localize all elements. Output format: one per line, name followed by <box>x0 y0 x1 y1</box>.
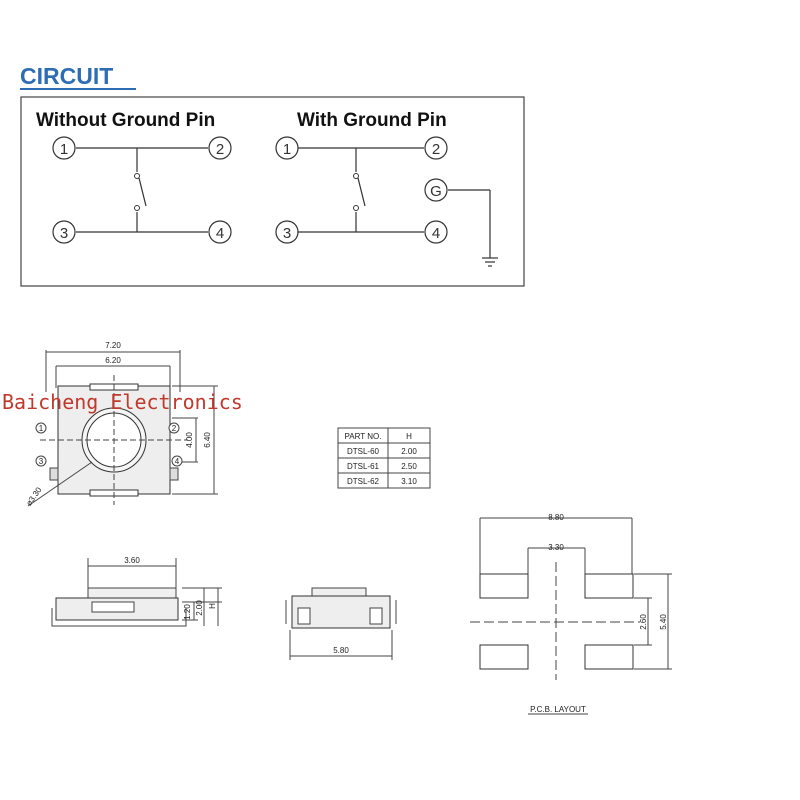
svg-text:G: G <box>430 183 442 200</box>
pin-3: 3 <box>52 220 76 244</box>
dim-pcb-gap: 3.30 <box>548 543 564 552</box>
table-cell: 3.10 <box>401 477 417 486</box>
dim-inner-width: 6.20 <box>105 356 121 365</box>
pin-3: 3 <box>275 220 299 244</box>
dim-actuator-diameter: ø3.30 <box>24 485 43 507</box>
circuit-frame <box>20 96 525 287</box>
top-view-drawing <box>27 350 218 507</box>
switch-contact <box>357 177 366 207</box>
svg-text:1: 1 <box>283 141 291 158</box>
svg-text:4: 4 <box>175 457 180 466</box>
dim-pad-spacing: 2.60 <box>639 614 648 630</box>
circuit-without-ground: Without Ground Pin 1 2 3 4 <box>36 110 232 244</box>
side-view-labels: 3.60 1.20 2.00 H <box>124 556 217 620</box>
pin-2: 2 <box>208 136 232 160</box>
dim-front-width: 5.80 <box>333 646 349 655</box>
svg-text:3: 3 <box>283 225 291 242</box>
svg-text:1: 1 <box>39 424 44 433</box>
section-title: CIRCUIT <box>20 63 113 89</box>
svg-text:2: 2 <box>172 424 177 433</box>
pin-4: 4 <box>424 220 448 244</box>
ground-symbol-icon <box>482 257 498 267</box>
pin-2: 2 <box>424 136 448 160</box>
svg-text:3: 3 <box>60 225 68 242</box>
tv-pin-3: 3 <box>35 455 47 467</box>
table-cell: 2.50 <box>401 462 417 471</box>
dim-h: H <box>208 603 217 609</box>
dim-pcb-width: 8.80 <box>548 513 564 522</box>
watermark-text: Baicheng Electronics <box>2 390 243 414</box>
tv-pin-4: 4 <box>171 455 183 467</box>
svg-text:2: 2 <box>432 141 440 158</box>
circuit-with-ground: With Ground Pin 1 2 3 4 G <box>275 110 498 267</box>
dim-overall-width: 7.20 <box>105 341 121 350</box>
pcb-layout-title: P.C.B. LAYOUT <box>530 705 586 714</box>
svg-text:2: 2 <box>216 141 224 158</box>
svg-text:3: 3 <box>39 457 44 466</box>
svg-text:4: 4 <box>432 225 440 242</box>
dim-pcb-height: 5.40 <box>659 614 668 630</box>
table-cell: 2.00 <box>401 447 417 456</box>
svg-text:1: 1 <box>60 141 68 158</box>
table-header: H <box>406 432 412 441</box>
dim-actuator-width: 3.60 <box>124 556 140 565</box>
circuit-title: With Ground Pin <box>297 110 447 131</box>
svg-text:4: 4 <box>216 225 224 242</box>
tv-pin-2: 2 <box>168 422 180 434</box>
circuit-title: Without Ground Pin <box>36 110 215 131</box>
side-view-drawing <box>51 558 222 627</box>
table-cell: DTSL-62 <box>347 477 380 486</box>
pin-4: 4 <box>208 220 232 244</box>
table-cell: DTSL-61 <box>347 462 380 471</box>
pin-1: 1 <box>52 136 76 160</box>
pcb-layout-labels: 8.80 3.30 2.60 5.40 P.C.B. LAYOUT <box>530 513 668 714</box>
pcb-layout-drawing <box>470 517 672 715</box>
part-number-table: PART NO. H DTSL-60 2.00 DTSL-61 2.50 DTS… <box>337 427 431 489</box>
table-cell: DTSL-60 <box>347 447 380 456</box>
pin-1: 1 <box>275 136 299 160</box>
switch-contact <box>138 177 147 207</box>
dim-body-height-side: 1.20 <box>183 604 192 620</box>
dim-total-height: 2.00 <box>195 600 204 616</box>
dim-pin-pitch: 4.00 <box>185 432 194 448</box>
dim-body-height: 6.40 <box>203 432 212 448</box>
table-header: PART NO. <box>345 432 382 441</box>
front-view-drawing <box>285 587 397 660</box>
tv-pin-1: 1 <box>35 422 47 434</box>
pin-ground: G <box>424 178 448 202</box>
